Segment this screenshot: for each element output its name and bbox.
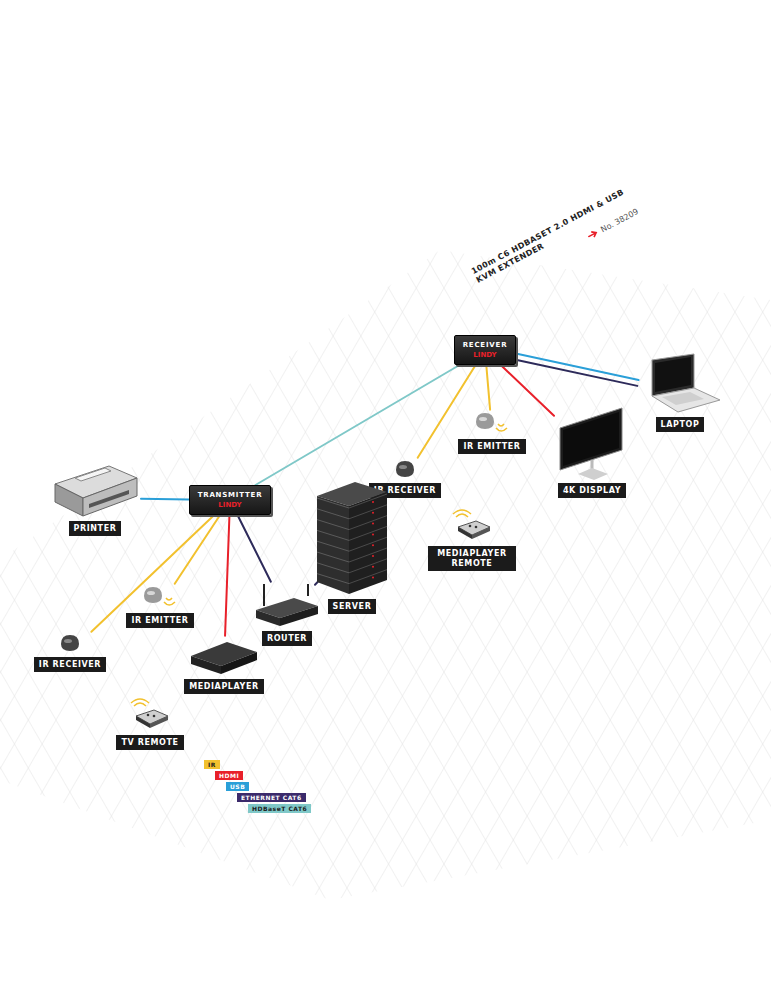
legend-swatch: USB	[226, 782, 249, 791]
legend-text: HDBaseT CAT6	[252, 805, 307, 812]
legend-text: IR	[208, 761, 216, 768]
legend-swatch: HDMI	[215, 771, 243, 780]
device-icon	[315, 478, 389, 599]
cable	[256, 365, 460, 485]
device-node: IR EMITTER	[126, 584, 193, 629]
legend-text: HDMI	[219, 772, 239, 779]
cable	[486, 365, 490, 410]
device-icon	[49, 460, 141, 521]
extender-housing: TRANSMITTER LINDY	[189, 485, 272, 515]
device-node: PRINTER	[49, 460, 141, 537]
device-icon	[472, 410, 512, 439]
legend-swatch: HDBaseT CAT6	[248, 804, 311, 813]
device-icon	[55, 632, 85, 657]
cable	[315, 582, 318, 585]
device-icon	[128, 698, 172, 735]
brand-logo: LINDY	[473, 351, 496, 359]
device-node: IR RECEIVER	[34, 632, 106, 673]
legend-text: ETHERNET CAT6	[241, 794, 302, 801]
device-tag: LAPTOP	[656, 417, 705, 433]
device-icon	[638, 352, 722, 417]
device-tag: IR EMITTER	[126, 613, 193, 629]
device-icon	[140, 584, 180, 613]
device-node: ROUTER	[254, 582, 320, 647]
cable	[225, 515, 229, 636]
extender-housing: RECEIVER LINDY	[454, 335, 517, 365]
device-tag: PRINTER	[69, 521, 122, 537]
legend-row: HDBaseT CAT6	[248, 796, 311, 815]
cable	[516, 360, 638, 386]
legend-row: HDMI	[215, 763, 243, 782]
device-icon	[450, 509, 494, 546]
device-tag: IR EMITTER	[458, 439, 525, 455]
red-arrow-icon	[586, 228, 600, 241]
device-node: MEDIAPLAYER	[184, 636, 264, 695]
device-node: MEDIAPLAYER REMOTE	[428, 509, 516, 571]
cable	[501, 365, 554, 416]
extender-unit: TRANSMITTER LINDY	[189, 485, 272, 515]
device-tag: TV REMOTE	[116, 735, 183, 751]
device-node: 4K DISPLAY	[554, 406, 630, 499]
device-icon	[254, 582, 320, 631]
device-node: SERVER	[315, 478, 389, 615]
legend-row: ETHERNET CAT6	[237, 785, 306, 804]
legend-swatch: ETHERNET CAT6	[237, 793, 306, 802]
device-icon	[189, 636, 259, 679]
device-tag: MEDIAPLAYER	[184, 679, 264, 695]
cable	[238, 515, 271, 582]
legend-swatch: IR	[204, 760, 220, 769]
device-icon	[390, 458, 420, 483]
brand-logo: LINDY	[218, 501, 241, 509]
device-tag: MEDIAPLAYER REMOTE	[428, 546, 516, 571]
extender-unit: RECEIVER LINDY	[454, 335, 517, 365]
legend-row: USB	[226, 774, 249, 793]
device-tag: SERVER	[328, 599, 377, 615]
cable	[175, 515, 220, 584]
cable	[517, 354, 639, 380]
legend-row: IR	[204, 752, 220, 771]
device-node: LAPTOP	[638, 352, 722, 433]
unit-label: TRANSMITTER	[198, 491, 263, 499]
device-tag: 4K DISPLAY	[558, 483, 626, 499]
cable	[141, 498, 189, 501]
device-tag: IR RECEIVER	[34, 657, 106, 673]
device-node: TV REMOTE	[116, 698, 183, 751]
device-node: IR EMITTER	[458, 410, 525, 455]
device-tag: ROUTER	[262, 631, 312, 647]
device-icon	[554, 406, 630, 483]
legend-text: USB	[230, 783, 245, 790]
unit-label: RECEIVER	[463, 341, 508, 349]
